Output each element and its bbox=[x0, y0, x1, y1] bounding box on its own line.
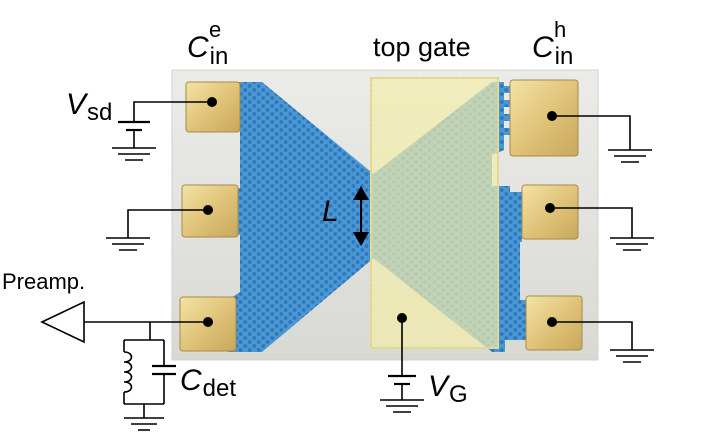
cdet-label: Cdet bbox=[180, 364, 237, 402]
terminal-dot bbox=[545, 203, 555, 213]
terminal-dot bbox=[207, 97, 217, 107]
preamp-label: Preamp. bbox=[2, 269, 86, 294]
vg-label: VG bbox=[428, 370, 468, 408]
top-gate bbox=[370, 77, 499, 349]
terminal-dot bbox=[547, 317, 557, 327]
contact-pad-left-top bbox=[185, 81, 241, 133]
vsd-label: Vsd bbox=[66, 88, 113, 126]
contact-pad-right-top bbox=[509, 79, 579, 157]
gate-terminal-dot bbox=[397, 313, 407, 323]
arrow-head-up bbox=[353, 186, 369, 200]
top-gate-label: top gate bbox=[373, 32, 471, 62]
preamp-triangle bbox=[40, 300, 85, 344]
contact-pads bbox=[179, 79, 583, 352]
terminal-dot bbox=[203, 317, 213, 327]
circuit-wiring bbox=[84, 101, 654, 431]
terminals bbox=[203, 97, 557, 327]
length-label: L bbox=[322, 195, 339, 228]
terminal-dot bbox=[203, 205, 213, 215]
arrow-head-down bbox=[353, 232, 369, 246]
terminal-dot bbox=[547, 111, 557, 121]
